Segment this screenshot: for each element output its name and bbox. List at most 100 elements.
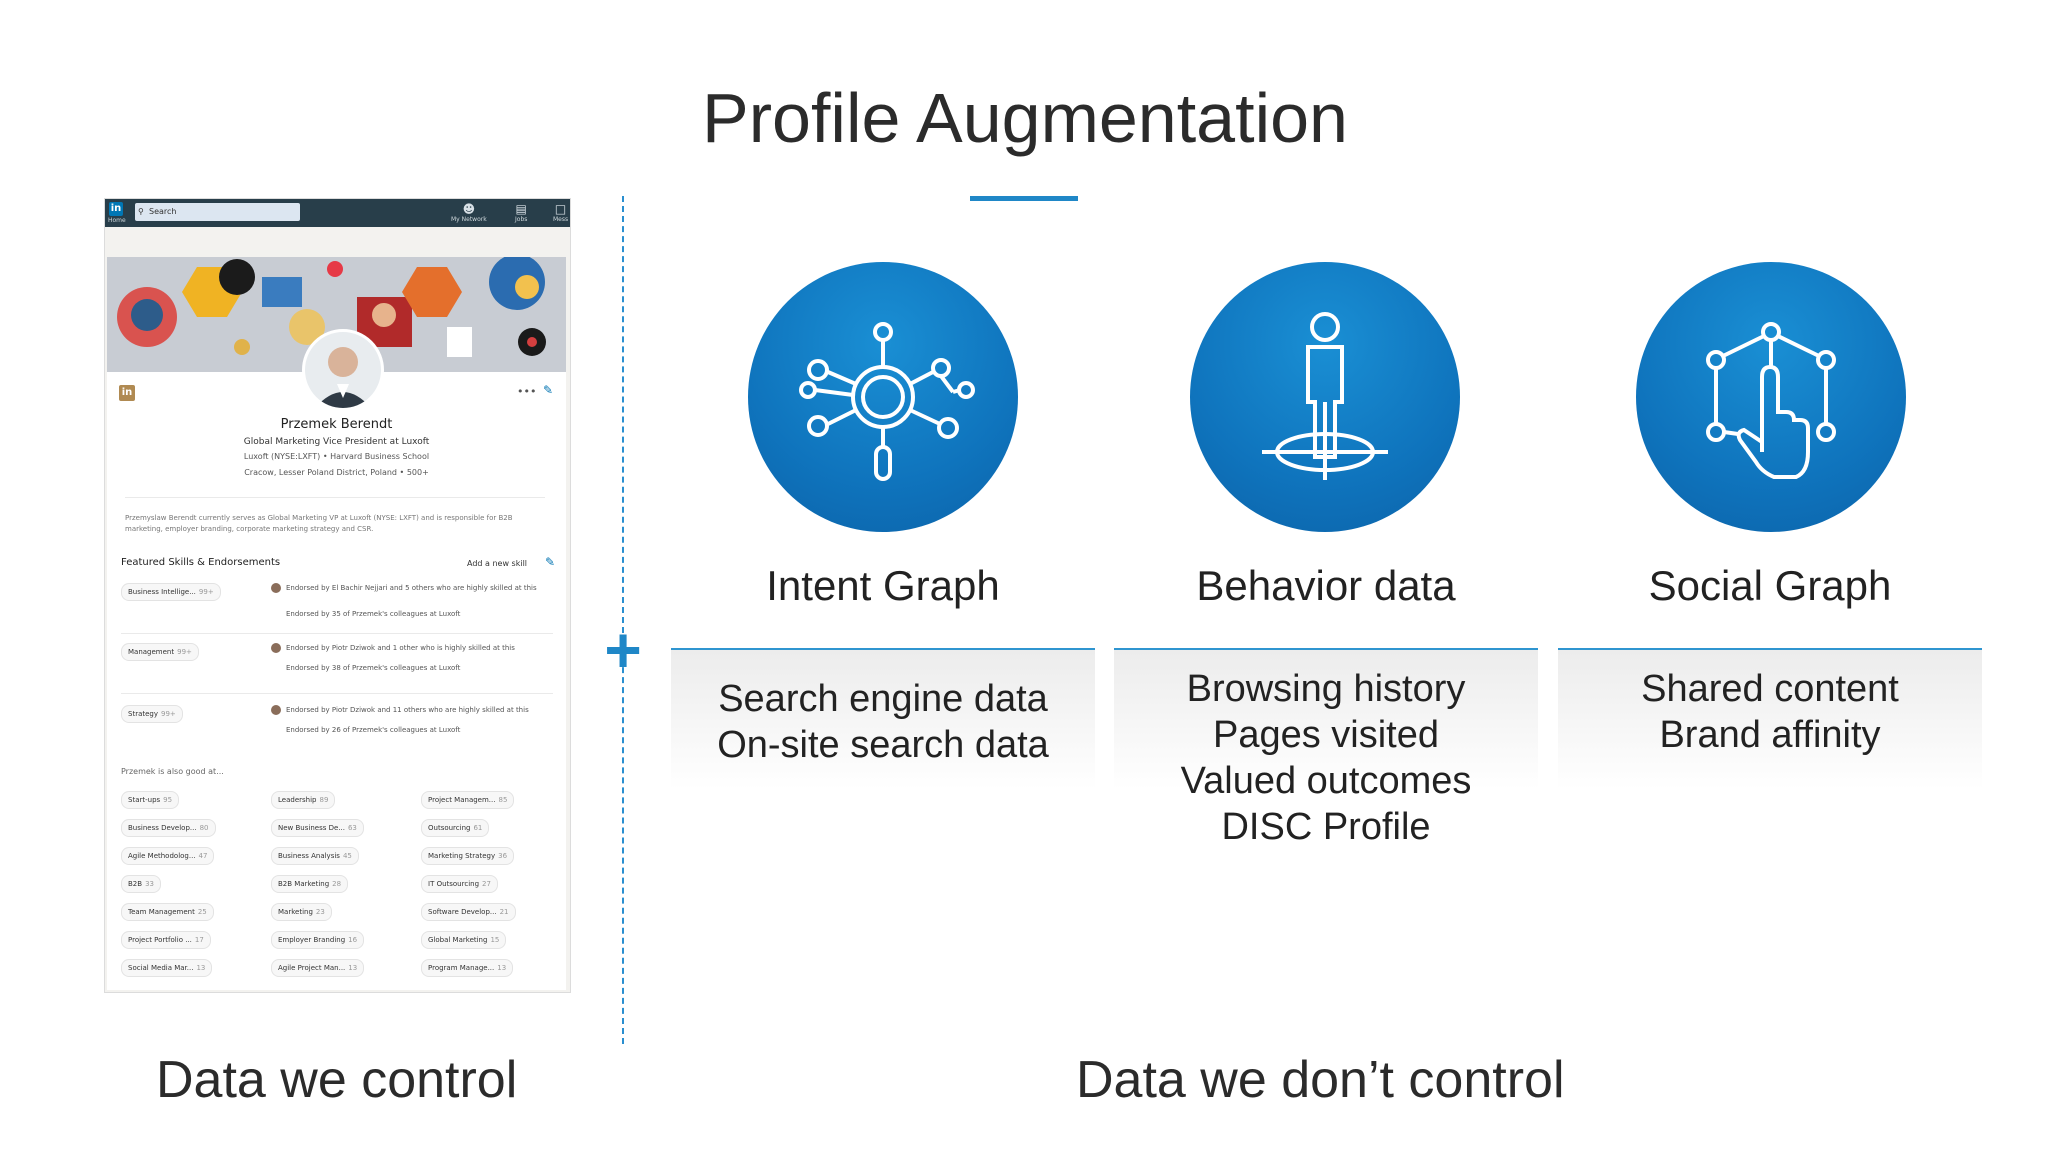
skill-name: Marketing Strategy [428, 852, 496, 860]
social-graph-line: Shared content [1641, 668, 1899, 710]
skill-count: 85 [498, 796, 508, 804]
skills-section: Featured Skills & Endorsements Add a new… [107, 543, 566, 990]
network-magnifier-icon [748, 262, 1018, 532]
skill-name: B2B [128, 880, 143, 888]
skill-pill[interactable]: Program Manage...13 [421, 959, 514, 977]
behavior-data-line: DISC Profile [1221, 806, 1431, 848]
skill-count: 45 [342, 852, 352, 860]
intent-graph-title: Intent Graph [766, 562, 1000, 609]
intent-graph-lines: Search engine data On-site search data [671, 676, 1095, 768]
linkedin-profile-screenshot: in Home ⚲ Search ☻ My Network ▤ Jobs □ M… [104, 198, 571, 993]
skill-name: Team Management [128, 908, 195, 916]
skill-name: Project Managem... [428, 796, 496, 804]
skill-name: Employer Branding [278, 936, 346, 944]
skill-count: 17 [194, 936, 204, 944]
add-skill-link[interactable]: Add a new skill [467, 559, 528, 568]
skill-pill[interactable]: Business Develop...80 [121, 819, 216, 837]
skill-pill[interactable]: Agile Methodolog...47 [121, 847, 215, 865]
behavior-data-line: Valued outcomes [1180, 760, 1472, 802]
skill-pill[interactable]: Software Develop...21 [421, 903, 516, 921]
profile-banner-image [107, 257, 566, 372]
edit-skills-icon[interactable]: ✎ [545, 555, 556, 569]
skill-count: 27 [482, 880, 491, 888]
behavior-data-lines: Browsing history Pages visited Valued ou… [1114, 666, 1538, 850]
skill-count: 16 [348, 936, 358, 944]
endorser-avatar [271, 643, 281, 653]
edit-pencil-icon[interactable]: ✎ [543, 383, 554, 397]
skill-name: New Business De... [278, 824, 345, 832]
intent-graph-box [671, 648, 1095, 790]
network-icon: ☻ [462, 202, 476, 216]
avatar[interactable] [302, 329, 384, 411]
skill-pill[interactable]: New Business De...63 [271, 819, 364, 837]
nav-my-network[interactable]: ☻ My Network [451, 202, 487, 223]
skill-count: 15 [490, 936, 500, 944]
skill-name: Software Develop... [428, 908, 497, 916]
banner-illustration [107, 257, 566, 372]
skill-divider [121, 633, 553, 634]
profile-about: Przemyslaw Berendt currently serves as G… [125, 514, 513, 533]
briefcase-icon: ▤ [515, 202, 527, 216]
profile-company-line: Luxoft (NYSE:LXFT) • Harvard Business Sc… [243, 452, 430, 461]
avatar-photo [305, 332, 381, 408]
skill-name: Business Intellige... [128, 588, 196, 596]
skill-name: IT Outsourcing [428, 880, 480, 888]
skill-count: 13 [348, 964, 358, 972]
more-options-icon[interactable]: ••• [517, 385, 537, 398]
skill-count: 33 [145, 880, 154, 888]
skill-count: 95 [163, 796, 173, 804]
skill-name: Business Develop... [128, 824, 197, 832]
skill-name: Agile Project Man... [278, 964, 346, 972]
skill-pill[interactable]: Business Intellige...99+ [121, 583, 221, 601]
skill-count: 13 [196, 964, 206, 972]
search-input[interactable]: ⚲ Search [135, 203, 300, 221]
intent-graph-line: On-site search data [717, 724, 1049, 766]
also-good-at-label: Przemek is also good at... [121, 767, 224, 776]
skill-name: Social Media Mar... [128, 964, 194, 972]
skill-pill[interactable]: Agile Project Man...13 [271, 959, 365, 977]
skill-pill[interactable]: Project Portfolio ...17 [121, 931, 211, 949]
person-target-icon [1190, 262, 1460, 532]
skill-pill[interactable]: Social Media Mar...13 [121, 959, 213, 977]
nav-messaging-label: Mess [553, 216, 569, 223]
skill-count: 47 [198, 852, 208, 860]
colleague-endorsement-text: Endorsed by 38 of Przemek's colleagues a… [286, 664, 461, 672]
nav-jobs[interactable]: ▤ Jobs [515, 202, 527, 223]
home-label: Home [108, 217, 126, 224]
endorsement-text: Endorsed by Piotr Dziwok and 11 others w… [286, 706, 529, 714]
skill-count: 61 [473, 824, 483, 832]
skill-name: Business Analysis [278, 852, 340, 860]
behavior-data-line: Browsing history [1186, 668, 1466, 710]
nav-messaging[interactable]: □ Mess [553, 202, 568, 223]
skills-title: Featured Skills & Endorsements [121, 557, 281, 568]
skill-count: 25 [197, 908, 207, 916]
hand-network-icon [1636, 262, 1906, 532]
right-caption: Data we don’t control [1076, 1051, 1565, 1109]
skill-count: 23 [315, 908, 325, 916]
skill-count: 99+ [198, 588, 214, 596]
skill-count: 21 [499, 908, 509, 916]
social-graph-title: Social Graph [1648, 562, 1892, 609]
linkedin-logo-icon[interactable]: in [109, 202, 123, 216]
endorser-avatar [271, 705, 281, 715]
behavior-data-line: Pages visited [1212, 714, 1439, 756]
behavior-data-title: Behavior data [1196, 562, 1456, 609]
behavior-data-box [1114, 648, 1538, 790]
skill-pill[interactable]: Project Managem...85 [421, 791, 515, 809]
section-divider [622, 196, 624, 1044]
profile-divider [125, 497, 545, 498]
